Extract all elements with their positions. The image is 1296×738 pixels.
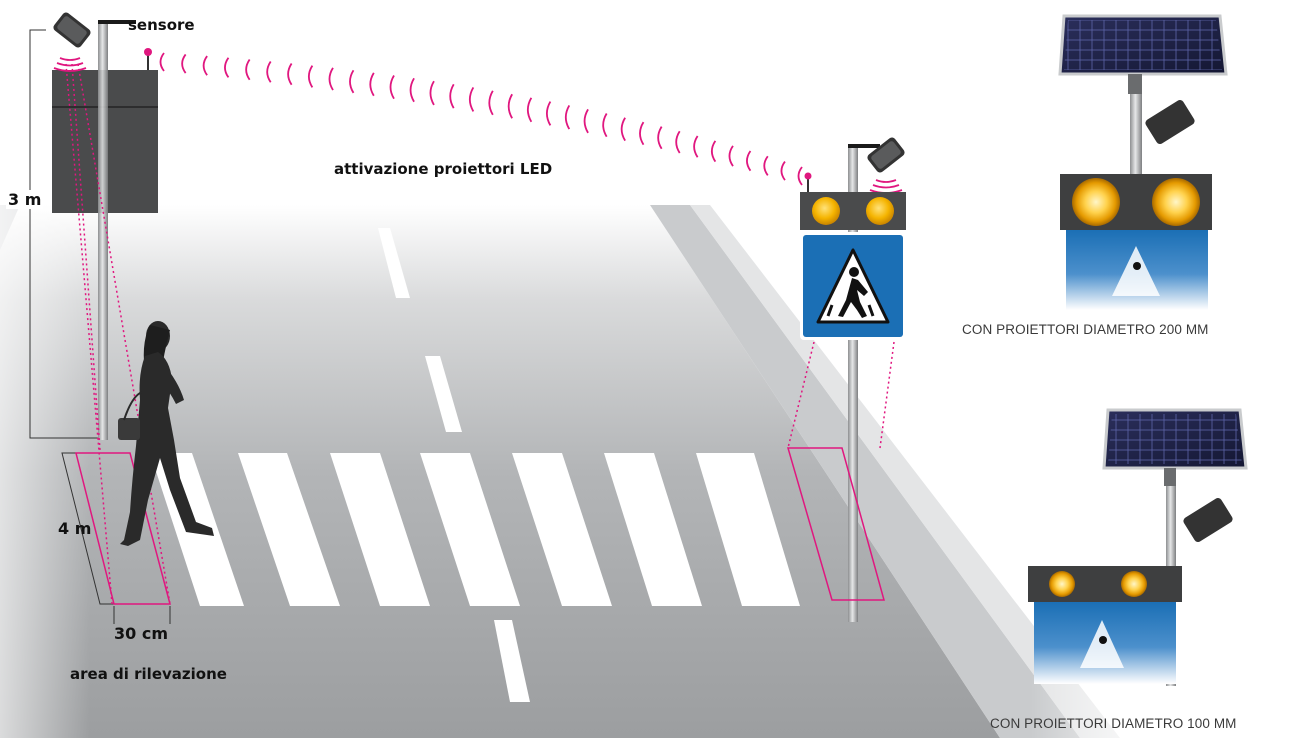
- led-lamp-right: [866, 197, 894, 225]
- signal-arc: [391, 76, 395, 99]
- width-label: 30 cm: [114, 624, 168, 643]
- height-label: 3 m: [6, 190, 43, 209]
- length-label: 4 m: [58, 519, 91, 538]
- signal-arc: [204, 56, 208, 75]
- control-cabinet: [52, 48, 158, 213]
- signal-arc: [370, 73, 374, 96]
- pedestrian-crossing-sign: [800, 232, 906, 340]
- signal-arc: [603, 114, 607, 137]
- signal-arc: [729, 146, 733, 166]
- caption-200mm: CON PROIETTORI DIAMETRO 200 MM: [962, 322, 1209, 337]
- signal-arc: [712, 141, 716, 162]
- signal-arc: [694, 136, 698, 157]
- signal-arc: [246, 60, 250, 80]
- signal-arc: [411, 78, 415, 101]
- signal-arc: [430, 81, 434, 105]
- signal-arc: [640, 122, 644, 145]
- signal-arc: [182, 54, 186, 73]
- caption-100mm: CON PROIETTORI DIAMETRO 100 MM: [990, 716, 1237, 731]
- signal-arc: [781, 162, 785, 181]
- signal-arc: [547, 102, 551, 126]
- signal-arc: [470, 87, 474, 111]
- signal-arc: [764, 156, 768, 175]
- sensor-label: sensore: [128, 16, 195, 34]
- signal-arc: [267, 61, 271, 82]
- signal-arc: [585, 109, 589, 132]
- signal-arc: [350, 70, 354, 93]
- product-photo-200mm: [1060, 16, 1226, 310]
- signal-arc: [309, 66, 313, 88]
- signal-arc: [622, 118, 626, 141]
- signal-arc: [450, 84, 454, 108]
- detection-area-label: area di rilevazione: [70, 665, 227, 683]
- signal-arc: [799, 167, 803, 185]
- left-sensor-icon: [52, 11, 92, 71]
- signal-arc: [288, 63, 292, 84]
- signal-arc: [658, 127, 662, 149]
- signal-arc: [509, 94, 513, 118]
- signal-arc: [747, 151, 751, 171]
- signal-arc: [676, 131, 680, 153]
- signal-arc: [489, 91, 493, 115]
- signal-arc: [329, 68, 333, 90]
- led-lamp-left: [812, 197, 840, 225]
- activation-label: attivazione proiettori LED: [334, 160, 552, 178]
- signal-arc: [225, 58, 229, 78]
- signal-arc: [161, 53, 165, 71]
- signal-arc: [566, 105, 570, 129]
- signal-arc: [528, 98, 532, 122]
